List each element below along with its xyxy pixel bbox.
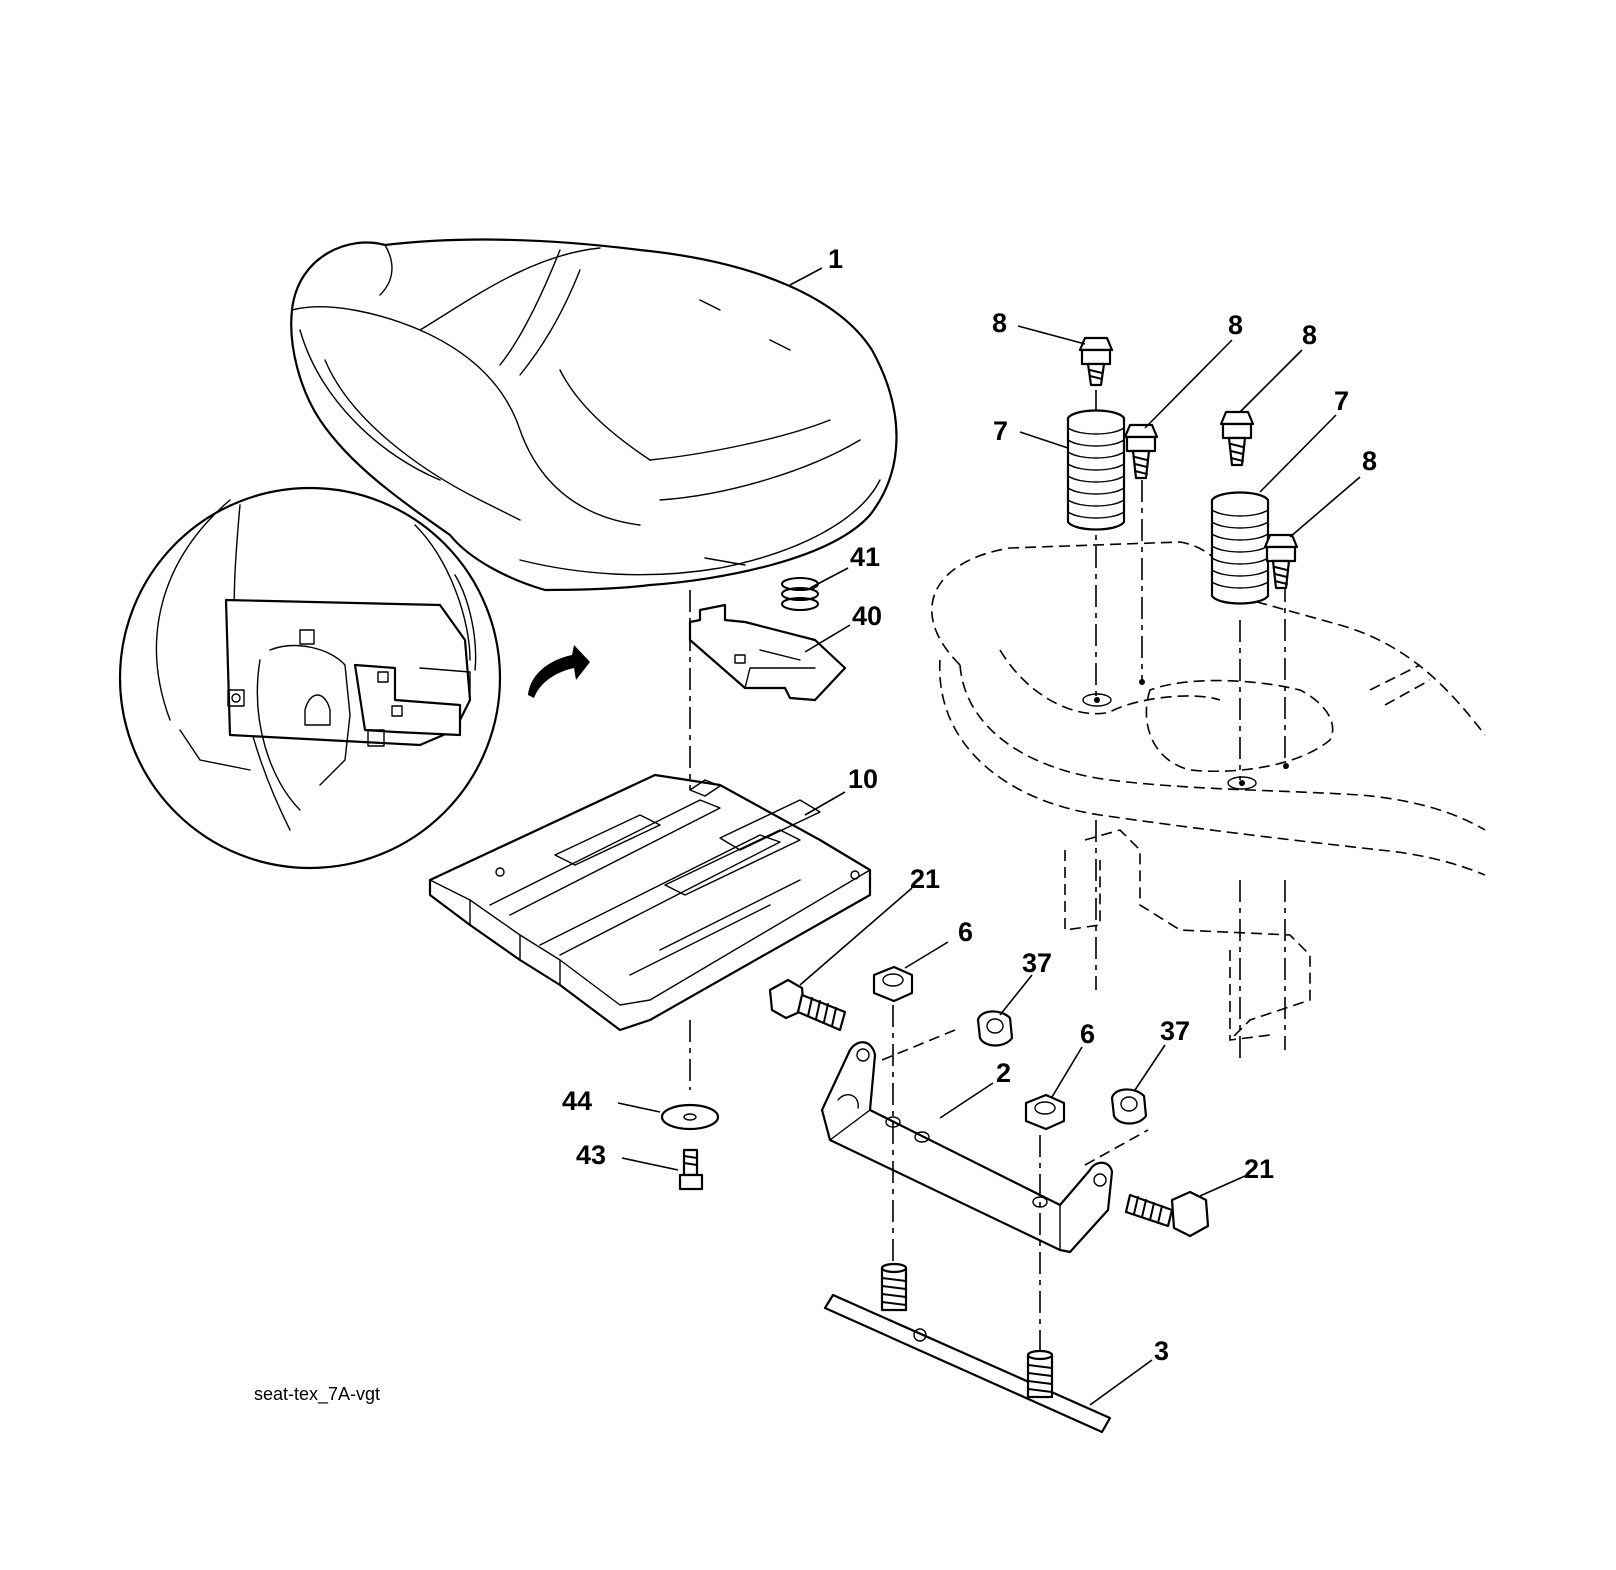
callout-7-a: 7 xyxy=(993,416,1008,446)
bracket-40 xyxy=(688,603,847,702)
nut-37-a xyxy=(976,1010,1014,1047)
washer-44 xyxy=(660,1103,720,1131)
callout-41: 41 xyxy=(850,542,880,572)
mount-bracket-2 xyxy=(820,1041,1114,1254)
seat-pan-10 xyxy=(428,773,872,1032)
callout-labels: 1 8 8 8 8 7 7 41 40 10 21 6 37 6 37 2 44… xyxy=(562,244,1377,1366)
nut-37-a-alignment xyxy=(881,1029,956,1061)
callout-7-b: 7 xyxy=(1334,386,1349,416)
spring-41 xyxy=(781,577,819,611)
frame-outline xyxy=(931,390,1486,1060)
bolt-21-b xyxy=(1124,1190,1210,1238)
nut-6-a xyxy=(872,965,914,1003)
callout-44: 44 xyxy=(562,1086,592,1116)
callout-8-a: 8 xyxy=(992,308,1007,338)
callout-21-a: 21 xyxy=(910,864,940,894)
diagram-caption: seat-tex_7A-vgt xyxy=(254,1384,380,1405)
spring-7-a xyxy=(1066,409,1126,531)
callout-40: 40 xyxy=(852,601,882,631)
callout-6-b: 6 xyxy=(1080,1019,1095,1049)
bolt-43 xyxy=(678,1148,704,1191)
bolt-8-b xyxy=(1123,423,1159,480)
seat xyxy=(290,238,898,592)
detail-view xyxy=(118,486,590,870)
base-plate-3 xyxy=(823,1262,1112,1434)
bolt-21-a xyxy=(768,978,847,1032)
callout-1: 1 xyxy=(828,244,843,274)
spring-7-b xyxy=(1210,491,1270,605)
callout-37-b: 37 xyxy=(1160,1016,1190,1046)
nut-6-b xyxy=(1024,1093,1066,1131)
callout-43: 43 xyxy=(576,1140,606,1170)
callout-10: 10 xyxy=(848,764,878,794)
callout-3: 3 xyxy=(1154,1336,1169,1366)
nut-37-b xyxy=(1110,1088,1148,1125)
leader-lines xyxy=(617,267,1361,1406)
bolt-8-a xyxy=(1078,336,1114,387)
callout-8-d: 8 xyxy=(1362,446,1377,476)
callout-2: 2 xyxy=(996,1058,1011,1088)
callout-21-b: 21 xyxy=(1244,1154,1274,1184)
callout-8-b: 8 xyxy=(1228,310,1243,340)
bolt-8-d xyxy=(1263,533,1299,590)
callout-8-c: 8 xyxy=(1302,320,1317,350)
bolt-8-c xyxy=(1219,410,1255,467)
callout-6-a: 6 xyxy=(958,917,973,947)
callout-37-a: 37 xyxy=(1022,948,1052,978)
nut-37-b-alignment xyxy=(1084,1129,1149,1166)
